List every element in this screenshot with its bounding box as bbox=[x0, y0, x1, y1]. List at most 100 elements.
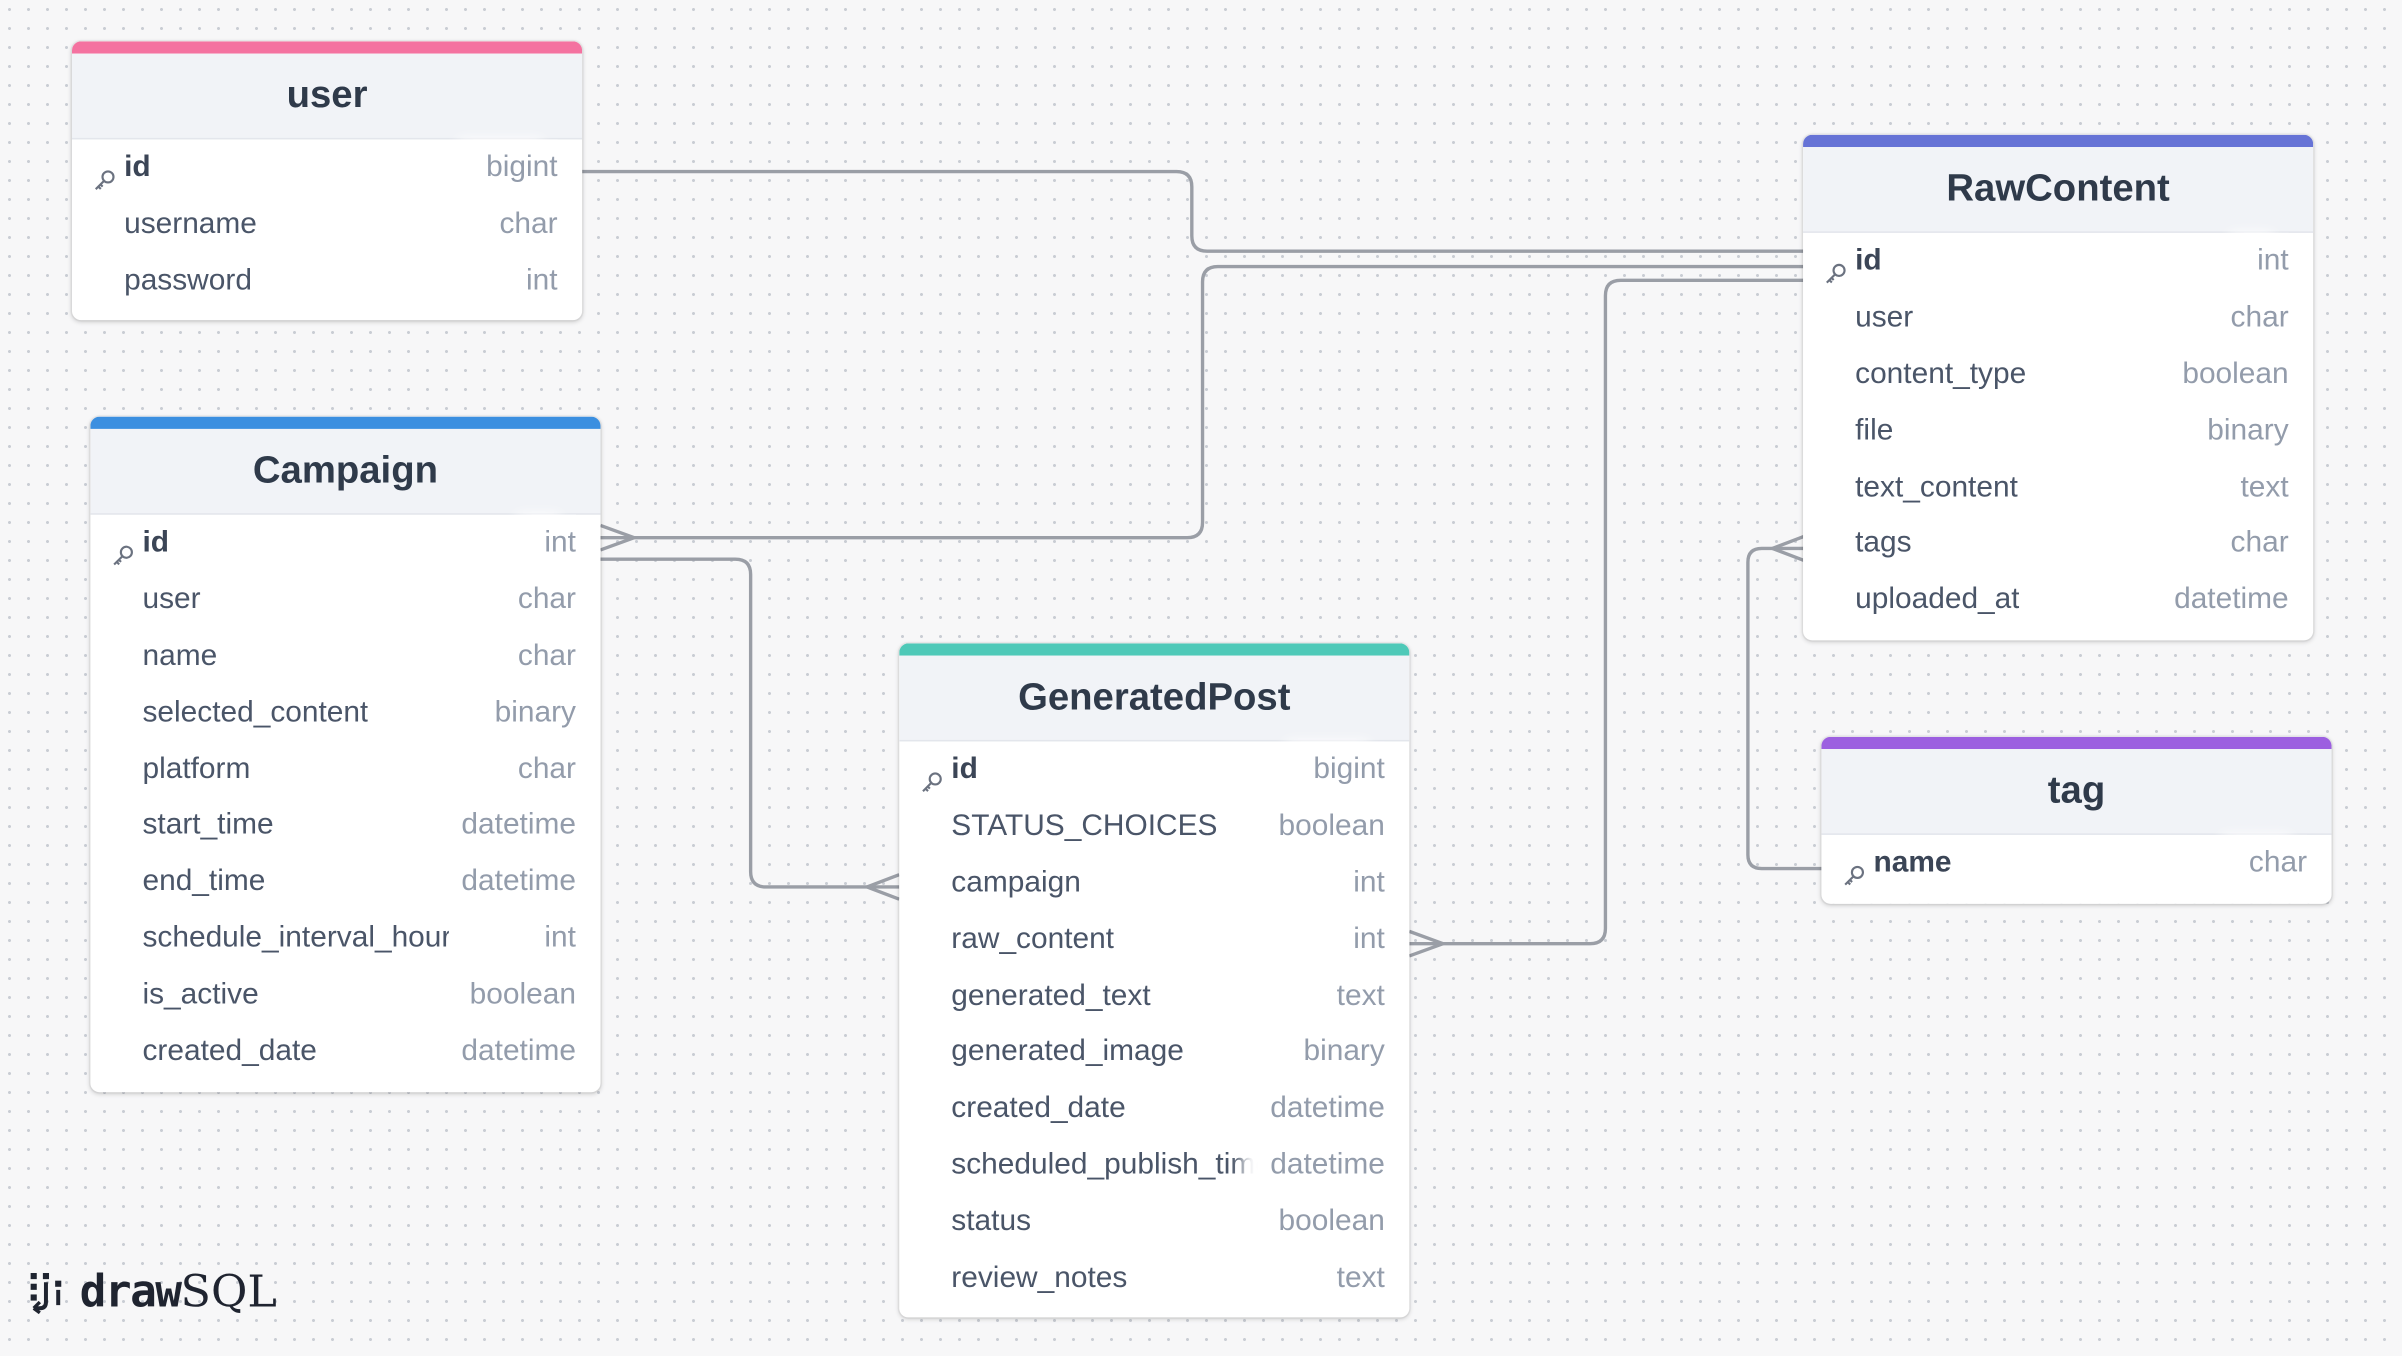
field-name: name bbox=[142, 638, 218, 673]
relation-rawcontent-campaign[interactable] bbox=[600, 264, 1805, 540]
field-name: STATUS_CHOICES bbox=[951, 808, 1218, 843]
field-row[interactable]: id bigint bbox=[899, 741, 1409, 798]
table-title[interactable]: tag bbox=[1821, 749, 2332, 835]
field-name: password bbox=[124, 263, 252, 297]
table-color-bar bbox=[899, 643, 1410, 656]
field-type: int bbox=[1341, 910, 1385, 968]
logo-text-draw: draw bbox=[79, 1265, 182, 1318]
field-type: bigint bbox=[473, 139, 558, 196]
field-row[interactable]: text_content text bbox=[1803, 458, 2313, 516]
relation-campaign-generatedpost[interactable] bbox=[600, 557, 900, 889]
field-row[interactable]: name char bbox=[1821, 834, 2331, 892]
crowfoot-campaign-id bbox=[599, 523, 635, 552]
field-type: text bbox=[1324, 967, 1385, 1025]
field-name: start_time bbox=[142, 808, 274, 842]
primary-key-icon bbox=[1823, 250, 1848, 284]
table-title[interactable]: GeneratedPost bbox=[899, 655, 1410, 742]
field-row[interactable]: raw_content int bbox=[899, 910, 1409, 968]
field-type: datetime bbox=[449, 853, 576, 911]
drawsql-logo[interactable]: draw SQL bbox=[28, 1265, 277, 1317]
field-type: datetime bbox=[449, 797, 576, 854]
field-name: status bbox=[951, 1204, 1032, 1238]
table-color-bar bbox=[71, 41, 583, 54]
field-row[interactable]: start_time datetime bbox=[90, 797, 600, 854]
field-name: username bbox=[124, 206, 257, 241]
field-name: review_notes bbox=[951, 1260, 1128, 1295]
field-name: id bbox=[951, 752, 978, 786]
field-name: name bbox=[1873, 845, 1952, 880]
field-type: datetime bbox=[449, 1023, 576, 1080]
relation-tag-rawcontent[interactable] bbox=[1746, 546, 1822, 871]
field-type: int bbox=[2244, 232, 2289, 290]
field-type: int bbox=[1341, 854, 1385, 912]
field-row[interactable]: id int bbox=[90, 514, 600, 572]
table-title[interactable]: user bbox=[71, 53, 583, 140]
primary-key-icon bbox=[1841, 852, 1866, 886]
table-title[interactable]: Campaign bbox=[90, 428, 601, 515]
field-name: text_content bbox=[1855, 469, 2018, 504]
primary-key-icon bbox=[92, 156, 117, 190]
table-color-bar bbox=[90, 416, 601, 429]
field-row[interactable]: username char bbox=[72, 195, 582, 253]
field-type: boolean bbox=[1266, 1193, 1385, 1251]
logo-text-sql: SQL bbox=[180, 1265, 277, 1318]
table-tag[interactable]: tag name char bbox=[1821, 736, 2332, 904]
table-fields: name char bbox=[1821, 834, 2331, 892]
relation-user-rawcontent[interactable] bbox=[582, 169, 1805, 253]
table-title[interactable]: RawContent bbox=[1803, 147, 2314, 233]
field-type: char bbox=[487, 195, 558, 253]
field-row[interactable]: password int bbox=[72, 252, 582, 309]
field-name: scheduled_publish_time bbox=[951, 1147, 1258, 1182]
field-type: bigint bbox=[1301, 741, 1385, 798]
field-row[interactable]: end_time datetime bbox=[90, 853, 600, 911]
field-type: char bbox=[505, 740, 576, 798]
field-name: id bbox=[142, 525, 170, 560]
relation-rawcontent-generatedpost[interactable] bbox=[1409, 278, 1805, 946]
field-type: text bbox=[2228, 458, 2289, 516]
field-name: generated_image bbox=[951, 1034, 1184, 1069]
field-type: char bbox=[2218, 289, 2289, 346]
field-name: campaign bbox=[951, 865, 1081, 899]
field-type: char bbox=[2236, 834, 2308, 892]
field-row[interactable]: name char bbox=[90, 627, 600, 685]
field-type: boolean bbox=[457, 966, 576, 1024]
field-row[interactable]: campaign int bbox=[899, 854, 1409, 912]
field-type: char bbox=[505, 627, 576, 685]
field-type: datetime bbox=[1258, 1080, 1385, 1138]
field-type: int bbox=[513, 252, 558, 309]
drawsql-logo-icon bbox=[30, 1273, 62, 1315]
crowfoot-generatedpost-campaign bbox=[866, 873, 900, 901]
field-type: int bbox=[532, 514, 576, 572]
table-color-bar bbox=[1821, 736, 2332, 750]
field-name: end_time bbox=[142, 864, 266, 899]
field-row[interactable]: status boolean bbox=[899, 1193, 1409, 1251]
field-name: raw_content bbox=[951, 921, 1115, 956]
